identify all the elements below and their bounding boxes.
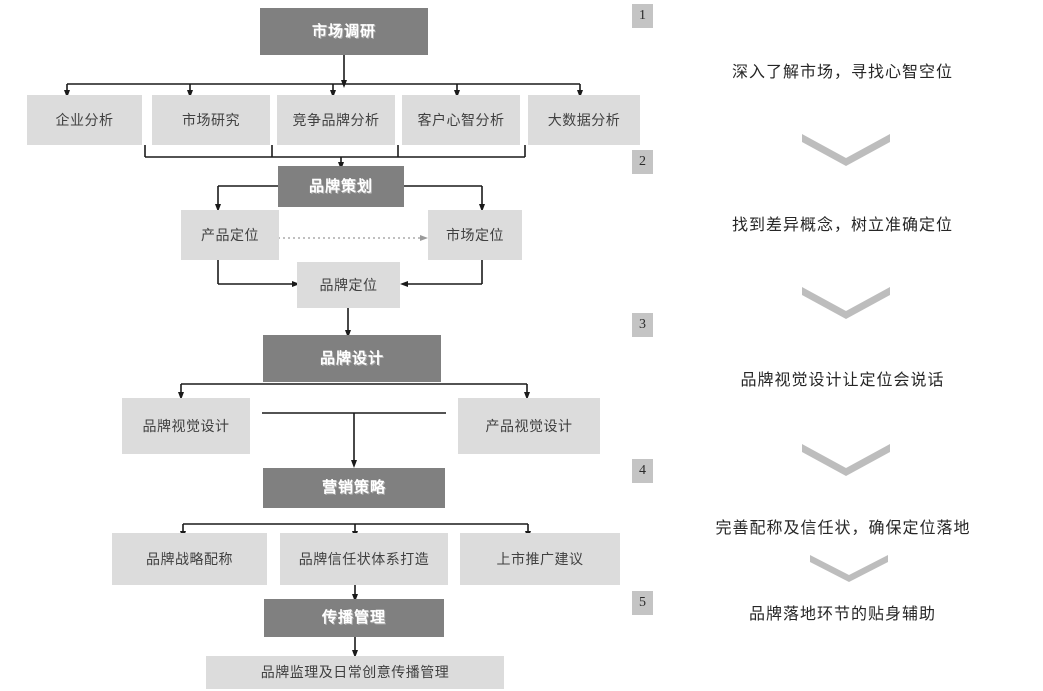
node-market-study[interactable]: 市场研究 (152, 95, 270, 145)
node-customer-mind-analysis[interactable]: 客户心智分析 (402, 95, 520, 145)
node-market-research-header[interactable]: 市场调研 (260, 8, 428, 55)
node-label: 品牌监理及日常创意传播管理 (260, 664, 450, 681)
node-label: 品牌战略配称 (146, 550, 233, 567)
step-badge-label: 2 (639, 154, 646, 169)
node-market-positioning[interactable]: 市场定位 (428, 210, 522, 260)
node-enterprise-analysis[interactable]: 企业分析 (27, 95, 142, 145)
step-badge-label: 4 (639, 463, 646, 478)
node-launch-promotion-advice[interactable]: 上市推广建议 (460, 533, 620, 585)
node-label: 大数据分析 (547, 111, 621, 128)
step-badge-label: 5 (639, 595, 646, 610)
step-badge-5: 5 (632, 591, 653, 615)
annotation-text: 品牌视觉设计让定位会说话 (740, 372, 945, 389)
node-label: 上市推广建议 (496, 550, 584, 567)
node-label: 品牌信任状体系打造 (298, 550, 430, 567)
node-label: 品牌视觉设计 (142, 417, 230, 434)
node-brand-planning-header[interactable]: 品牌策划 (278, 166, 404, 207)
node-brand-trust-system[interactable]: 品牌信任状体系打造 (280, 533, 448, 585)
node-brand-design-header[interactable]: 品牌设计 (263, 335, 441, 382)
node-communication-management-header[interactable]: 传播管理 (264, 599, 444, 637)
annotation-stage-5: 品牌落地环节的贴身辅助 (705, 600, 980, 624)
node-brand-strategy-alignment[interactable]: 品牌战略配称 (112, 533, 267, 585)
step-badge-2: 2 (632, 150, 653, 174)
chevron-down-icon-3 (800, 440, 892, 481)
node-competitor-brand-analysis[interactable]: 竞争品牌分析 (277, 95, 395, 145)
node-big-data-analysis[interactable]: 大数据分析 (528, 95, 640, 145)
node-label: 营销策略 (321, 479, 386, 496)
annotation-stage-1: 深入了解市场，寻找心智空位 (705, 58, 980, 82)
node-label: 市场定位 (446, 226, 504, 243)
step-badge-label: 1 (639, 8, 646, 23)
node-brand-visual-design[interactable]: 品牌视觉设计 (122, 398, 250, 454)
node-marketing-strategy-header[interactable]: 营销策略 (263, 468, 445, 508)
node-product-visual-design[interactable]: 产品视觉设计 (458, 398, 600, 454)
node-label: 客户心智分析 (417, 111, 505, 128)
annotation-text: 找到差异概念，树立准确定位 (731, 217, 953, 234)
node-label: 品牌策划 (308, 177, 373, 195)
node-label: 品牌定位 (319, 276, 378, 293)
annotation-stage-2: 找到差异概念，树立准确定位 (705, 211, 980, 235)
node-label: 品牌设计 (319, 349, 384, 367)
annotation-stage-4: 完善配称及信任状，确保定位落地 (688, 514, 998, 538)
node-label: 市场调研 (311, 22, 376, 40)
annotation-text: 完善配称及信任状，确保定位落地 (715, 520, 971, 537)
annotation-text: 品牌落地环节的贴身辅助 (748, 606, 936, 623)
node-brand-supervision-daily-creative[interactable]: 品牌监理及日常创意传播管理 (206, 656, 504, 689)
chevron-down-icon-1 (800, 130, 892, 171)
node-brand-positioning[interactable]: 品牌定位 (297, 262, 400, 308)
step-badge-1: 1 (632, 4, 653, 28)
step-badge-3: 3 (632, 313, 653, 337)
node-product-positioning[interactable]: 产品定位 (181, 210, 279, 260)
step-badge-label: 3 (639, 317, 646, 332)
node-label: 产品定位 (201, 226, 259, 243)
chevron-down-icon-4 (808, 552, 890, 587)
node-label: 企业分析 (55, 111, 114, 128)
annotation-stage-3: 品牌视觉设计让定位会说话 (705, 366, 980, 390)
node-label: 产品视觉设计 (485, 417, 573, 434)
annotation-text: 深入了解市场，寻找心智空位 (731, 64, 953, 81)
node-label: 传播管理 (321, 609, 386, 626)
step-badge-4: 4 (632, 459, 653, 483)
node-label: 市场研究 (182, 111, 240, 128)
chevron-down-icon-2 (800, 283, 892, 324)
node-label: 竞争品牌分析 (292, 111, 380, 128)
